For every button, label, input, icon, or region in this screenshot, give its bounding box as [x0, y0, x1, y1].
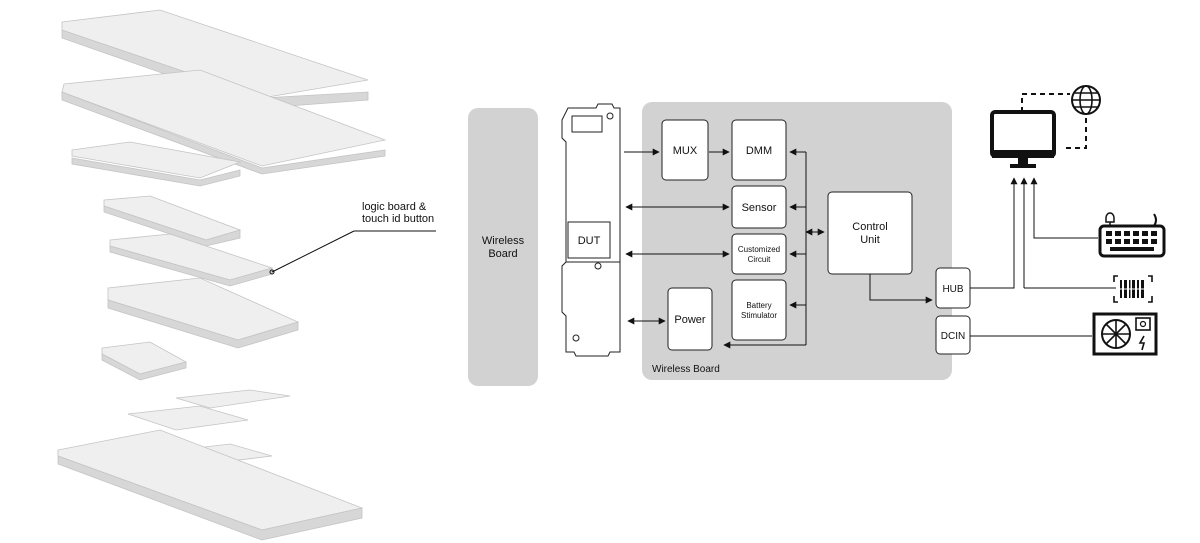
wireless-board-left-line-1: Wireless [482, 235, 525, 247]
customized-label-1: Customized [738, 245, 780, 254]
callout: logic board & touch id button [269, 201, 436, 275]
callout-line-1: logic board & [362, 201, 427, 213]
dmm-label: DMM [746, 145, 772, 157]
power-block [667, 287, 713, 351]
panel-caption: Wireless Board [652, 364, 720, 375]
barcode-scanner-icon [1113, 275, 1153, 303]
hub-label: HUB [942, 284, 963, 295]
dcin-block [935, 315, 971, 355]
dut-board: DUT [561, 103, 621, 357]
power-supply-icon [1092, 312, 1158, 356]
power-label: Power [674, 314, 706, 326]
control-unit-block [827, 191, 913, 275]
sensor-label: Sensor [742, 202, 777, 214]
dut-label: DUT [578, 235, 601, 247]
dcin-label: DCIN [941, 331, 965, 342]
monitor-icon [990, 110, 1056, 168]
battery-stimulator-block [731, 279, 787, 341]
dut-box [567, 221, 611, 259]
globe-icon [1071, 85, 1101, 115]
wireless-board-panel [642, 102, 952, 380]
customized-label-2: Circuit [748, 255, 771, 264]
connection-arrows [624, 93, 1116, 349]
callout-line-2: touch id button [362, 213, 434, 225]
keyboard-icon [1098, 212, 1166, 258]
control-unit-label-1: Control [852, 221, 887, 233]
dmm-block [731, 119, 787, 181]
battery-label-2: Stimulator [741, 311, 777, 320]
wireless-board-left [468, 108, 538, 386]
control-unit-label-2: Unit [860, 234, 880, 246]
wireless-board-left-line-2: Board [488, 248, 517, 260]
mux-label: MUX [673, 145, 698, 157]
mux-block [661, 119, 709, 181]
sensor-block [731, 185, 787, 229]
exploded-phone-illustration [57, 9, 387, 541]
customized-circuit-block [731, 233, 787, 275]
battery-label-1: Battery [746, 301, 771, 310]
